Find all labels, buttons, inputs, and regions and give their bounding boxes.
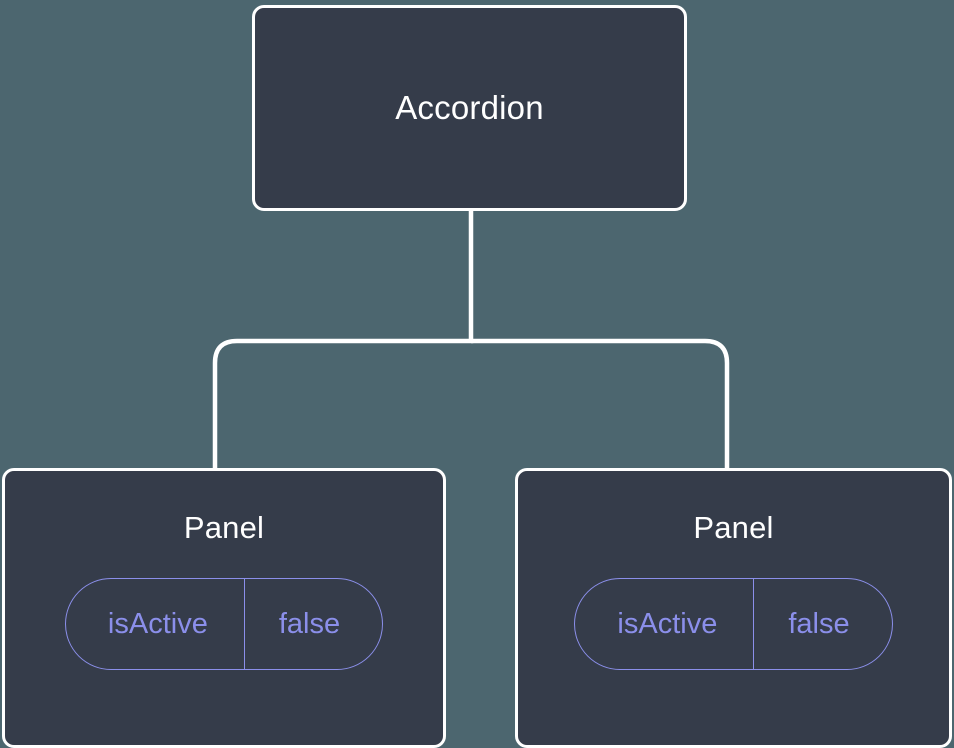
node-accordion-title: Accordion (395, 88, 544, 126)
node-panel-1-prop-isactive[interactable]: isActive false (64, 578, 384, 671)
edge-accordion-to-panel-1 (212, 211, 474, 470)
node-panel-2-prop-isactive[interactable]: isActive false (574, 578, 893, 671)
node-panel-2-title: Panel (693, 510, 774, 545)
prop-value: false (753, 579, 891, 670)
node-panel-2[interactable]: Panel isActive false (515, 468, 952, 748)
prop-key: isActive (107, 607, 208, 640)
node-panel-1-title: Panel (183, 510, 265, 545)
node-accordion[interactable]: Accordion (252, 5, 687, 211)
edge-accordion-to-panel-2 (471, 338, 730, 470)
prop-key: isActive (617, 607, 718, 640)
prop-value: false (243, 579, 382, 670)
node-panel-1[interactable]: Panel isActive false (2, 468, 446, 748)
